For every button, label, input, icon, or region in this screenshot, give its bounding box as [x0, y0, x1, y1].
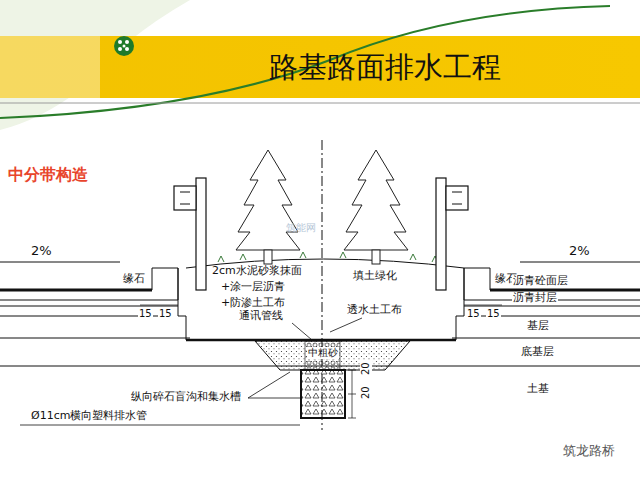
dimension: 15: [138, 308, 153, 320]
watermark: 筑龙路桥: [562, 444, 616, 459]
sand-label: 中粗砂: [307, 347, 339, 359]
curb-label: 缘石: [122, 273, 146, 286]
dimension: 20: [360, 385, 372, 400]
layer-note: +防渗土工布: [220, 297, 286, 310]
slope-label: 2%: [30, 244, 53, 259]
layer-label: 基层: [526, 320, 550, 333]
layer-note: 2cm水泥砂浆抹面: [212, 265, 302, 278]
cable-label: 通讯管线: [238, 310, 284, 323]
dimension: 15: [466, 308, 481, 320]
drain-label: 纵向碎石盲沟和集水槽: [130, 391, 242, 404]
slope-label: 2%: [568, 244, 591, 259]
layer-label: 土基: [526, 383, 550, 396]
dimension: 20: [360, 361, 372, 376]
layer-label: 沥青砼面层: [512, 275, 569, 288]
layer-note: +涂一层沥青: [220, 281, 286, 294]
pipe-label: Ø11cm横向塑料排水管: [30, 410, 148, 423]
section-heading: 中分带构造: [8, 166, 88, 184]
planting-label: 填土绿化: [352, 270, 398, 283]
slide-title: 路基路面排水工程: [269, 48, 501, 88]
dimension: 15: [486, 308, 501, 320]
watermark: 筑能网: [286, 222, 316, 234]
geotextile-label: 透水土工布: [346, 304, 403, 317]
layer-label: 底基层: [520, 346, 555, 359]
dimension: 15: [158, 308, 173, 320]
layer-label: 沥青封层: [512, 292, 558, 305]
